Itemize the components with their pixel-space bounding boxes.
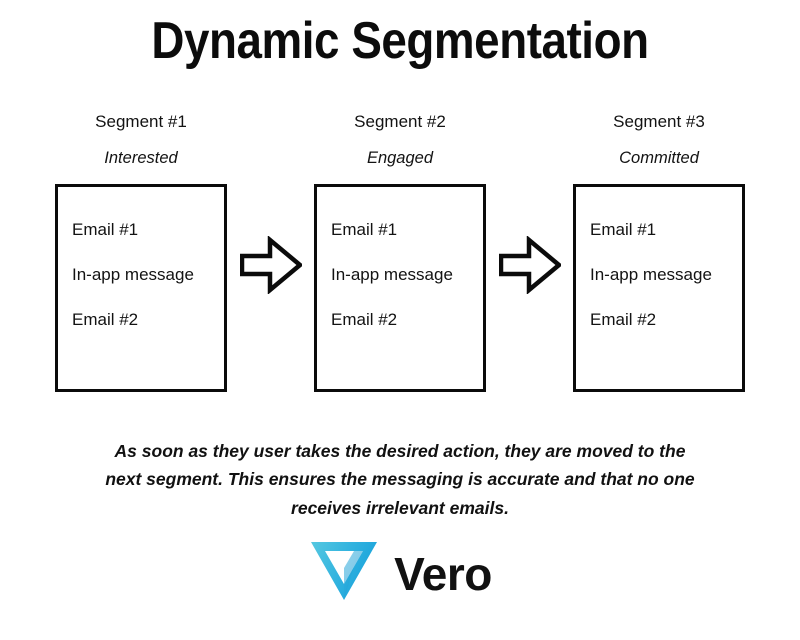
list-item: Email #2 (72, 309, 139, 329)
list-item: In-app message (72, 264, 194, 284)
segment-1-subtitle: Interested (104, 149, 178, 167)
list-item: In-app message (331, 264, 453, 284)
flow-arrow-1 (238, 113, 304, 398)
list-item: In-app message (590, 264, 712, 284)
segmentation-flow: Segment #1 Interested Email #1 In-app me… (55, 113, 745, 398)
segment-2-header: Segment #2 (354, 112, 446, 131)
logo-wordmark: Vero (394, 547, 492, 600)
list-item: Email #2 (331, 309, 398, 329)
segment-3-header: Segment #3 (613, 112, 705, 131)
list-item: Email #1 (590, 219, 657, 239)
flow-arrow-2 (497, 113, 563, 398)
segment-3: Segment #3 Committed Email #1 In-app mes… (573, 113, 745, 392)
segment-1: Segment #1 Interested Email #1 In-app me… (55, 113, 227, 392)
caption-text: As soon as they user takes the desired a… (105, 441, 695, 518)
list-item: Email #2 (590, 309, 657, 329)
segment-3-subtitle: Committed (619, 149, 699, 167)
segment-2-subtitle: Engaged (366, 149, 434, 167)
vero-triangle-icon (308, 538, 380, 609)
segment-1-box: Email #1 In-app message Email #2 (55, 183, 227, 392)
page-title: Dynamic Segmentation (151, 12, 649, 70)
right-block-arrow-icon (239, 235, 302, 294)
list-item: Email #1 (331, 219, 398, 239)
segment-3-box: Email #1 In-app message Email #2 (573, 183, 745, 392)
segment-1-header: Segment #1 (95, 112, 187, 131)
right-block-arrow-icon (498, 235, 561, 294)
list-item: Email #1 (72, 219, 139, 239)
segment-2-box: Email #1 In-app message Email #2 (314, 183, 486, 392)
segment-2: Segment #2 Engaged Email #1 In-app messa… (314, 113, 486, 392)
brand-logo: Vero (0, 538, 800, 609)
